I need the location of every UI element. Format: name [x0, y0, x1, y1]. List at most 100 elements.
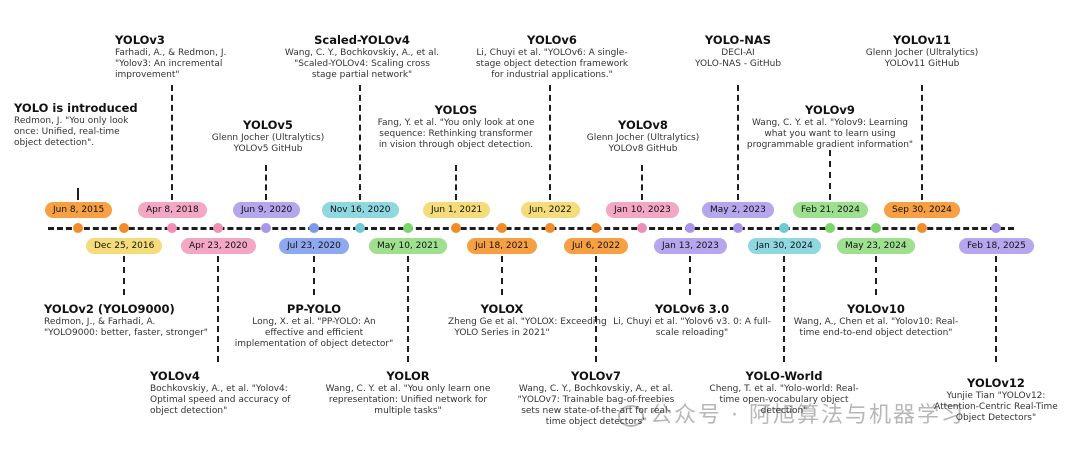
wechat-icon	[618, 405, 644, 427]
connector-line	[829, 150, 831, 200]
connector-line	[455, 165, 457, 200]
event-citation: DECI-AI	[721, 48, 755, 58]
event-citation: "YOLO9000: better, faster, stronger"	[44, 328, 208, 338]
event-citation: stage object detection framework	[475, 59, 629, 69]
timeline-dot-yolov6	[545, 223, 555, 233]
connector-line	[921, 85, 923, 200]
date-badge-yolov7: Jul 6, 2022	[564, 238, 629, 254]
event-citation: multiple tasks"	[374, 406, 442, 416]
event-citation: Yunjie Tian "YOLOv12:	[946, 391, 1046, 401]
event-citation: Redmon, J., & Farhadi, A.	[44, 317, 156, 327]
connector-line	[313, 256, 315, 295]
date-badge-yolor: May 10, 2021	[369, 238, 447, 254]
connector-line	[265, 165, 267, 200]
event-citation: Object Detectors"	[955, 413, 1037, 423]
event-citation: in vision through object detection.	[378, 140, 534, 150]
event-citation: YOLOv11 GitHub	[884, 59, 960, 69]
timeline-dot-scaled-yolov4	[355, 223, 365, 233]
event-citation: detection"	[760, 406, 808, 416]
timeline-dot-pp-yolo	[309, 223, 319, 233]
event-citation: Optimal speed and accuracy of	[150, 395, 291, 405]
event-citation: Attention-Centric Real-Time	[934, 402, 1058, 412]
connector-line	[783, 256, 785, 362]
timeline-dot-yolo-is-introduced	[73, 223, 83, 233]
timeline-dot-yolox	[497, 223, 507, 233]
event-citation: Cheng, T. et al. "Yolo-world: Real-	[709, 384, 859, 394]
timeline-dot-yolov7	[591, 223, 601, 233]
connector-line	[501, 256, 503, 295]
date-badge-yolov11: Sep 30, 2024	[884, 202, 960, 218]
connector-line	[359, 85, 361, 200]
event-citation: Wang, C. Y. et al. "You only learn one	[325, 384, 491, 394]
date-badge-pp-yolo: Jul 23, 2020	[279, 238, 349, 254]
event-citation: improvement"	[115, 70, 180, 80]
event-citation: Li, Chuyi et al. "Yolov6 v3. 0: A full-	[613, 317, 771, 327]
timeline-dot-yolov5	[261, 223, 271, 233]
event-citation: Farhadi, A., & Redmon, J.	[115, 48, 227, 58]
connector-line	[641, 165, 643, 200]
connector-line	[875, 256, 877, 295]
event-citation: "Scaled-YOLOv4: Scaling cross	[294, 59, 430, 69]
date-badge-yolo-is-introduced: Jun 8, 2015	[45, 202, 113, 218]
connector-line	[171, 85, 173, 200]
date-badge-yolov9: Feb 21, 2024	[793, 202, 868, 218]
event-citation: Bochkovskiy, A., et al. "Yolov4:	[150, 384, 288, 394]
event-citation: Glenn Jocher (Ultralytics)	[211, 133, 325, 143]
event-title: YOLOv4	[150, 369, 200, 383]
event-citation: YOLOv5 GitHub	[233, 144, 303, 154]
event-title: YOLOv3	[115, 33, 165, 47]
event-citation: Li, Chuyi et al. "YOLOv6: A single-	[476, 48, 628, 58]
event-title: YOLO-World	[745, 369, 823, 383]
timeline-dot-yolov9	[825, 223, 835, 233]
connector-line	[77, 188, 79, 200]
event-citation: Long, X. et al. "PP-YOLO: An	[252, 317, 376, 327]
date-badge-scaled-yolov4: Nov 16, 2020	[322, 202, 399, 218]
event-title: YOLOR	[386, 369, 430, 383]
event-citation: once: Unified, real-time	[14, 127, 120, 137]
event-citation: time open-vocabulary object	[719, 395, 849, 405]
timeline-dot-yolov4	[213, 223, 223, 233]
timeline-dot-yolov8	[637, 223, 647, 233]
date-badge-yolos: Jun 1, 2021	[423, 202, 491, 218]
event-label-yolov2-yolo9000: YOLOv2 (YOLO9000)Redmon, J., & Farhadi, …	[44, 302, 234, 339]
event-citation: time object detectors"	[545, 417, 647, 427]
event-citation: YOLO Series in 2021"	[454, 328, 550, 338]
event-citation: implementation of object detector"	[234, 339, 394, 349]
date-badge-yolov6: Jun, 2022	[521, 202, 580, 218]
event-title: YOLOv7	[571, 369, 621, 383]
event-title: YOLO is introduced	[14, 101, 138, 115]
connector-line	[549, 85, 551, 200]
timeline-dot-yolov6-3-0	[685, 223, 695, 233]
event-citation: Wang, C. Y. et al. "Yolov9: Learning	[751, 118, 908, 128]
event-title: YOLOv12	[967, 376, 1025, 390]
connector-line	[595, 256, 597, 362]
event-citation: YOLOv8 GitHub	[608, 144, 678, 154]
event-citation: object detection".	[14, 138, 95, 148]
event-title: YOLOv11	[893, 33, 951, 47]
event-citation: representation: Unified network for	[328, 395, 488, 405]
event-citation: Wang, C. Y., Bochkovskiy, A., et al.	[284, 48, 440, 58]
event-title: YOLOv5	[243, 118, 293, 132]
event-title: YOLO-NAS	[704, 33, 772, 47]
connector-line	[737, 85, 739, 200]
date-badge-yolov2-yolo9000: Dec 25, 2016	[86, 238, 163, 254]
event-title: PP-YOLO	[286, 302, 342, 316]
timeline-dot-yolor	[403, 223, 413, 233]
event-citation: what you want to learn using	[764, 129, 896, 139]
date-badge-yolov8: Jan 10, 2023	[606, 202, 679, 218]
timeline-dot-yolov3	[167, 223, 177, 233]
date-badge-yolov4: Apr 23, 2020	[181, 238, 256, 254]
watermark-text: 公众号 · 阿旭算法与机器学习	[650, 403, 965, 428]
